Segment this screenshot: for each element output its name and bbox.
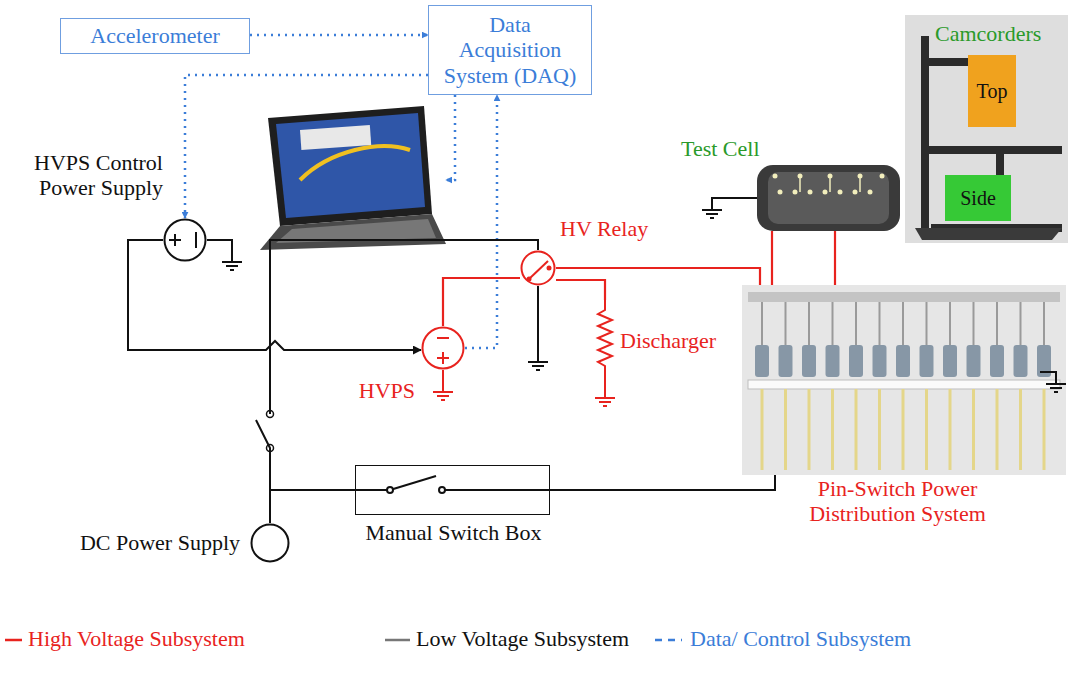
source-circle [520,250,556,286]
power-supply-symbol: HVPS Control Power Supply [163,218,207,262]
camera-box: Top [968,55,1016,127]
switch-symbol [267,411,274,452]
camera-box: Side [945,175,1011,221]
resistor-symbol: Discharger [596,300,614,380]
connector [550,475,775,490]
hvps-symbol: HVPS [421,326,465,370]
daq-box: Data Acquisition System (DAQ) [428,5,592,95]
switch-box: Manual Switch Box [355,465,550,515]
pin-switch-illustration [742,285,1066,475]
switch-symbol [355,476,550,493]
sensor-box: Accelerometer [60,18,250,54]
connector [185,75,428,218]
node-label: DC Power Supply [0,530,240,555]
test-cell-illustration [702,165,900,231]
source-circle [421,326,465,370]
ground-symbol [595,380,615,406]
dc-supply-symbol: DC Power Supply [250,523,290,563]
connector [556,280,605,300]
source-circle [250,523,290,563]
legend-text: Data/ Control Subsystem [690,626,911,651]
camcorder-rig: CamcordersTopSide [905,15,1068,243]
circle-outline [165,220,206,261]
ground-symbol [1040,372,1066,392]
circle-outline [423,328,464,369]
box-label: Accelerometer [90,23,219,48]
circle-outline [252,525,289,562]
relay-symbol: HV Relay [520,250,556,286]
box-label: Top [977,80,1008,103]
node-label: Manual Switch Box [336,520,571,545]
pin-switch-panel: Pin-Switch Power Distribution System [742,285,1066,475]
node-label: HVPS [351,378,415,403]
data-link [446,95,455,180]
connector [556,268,760,285]
resistor-zigzag [596,300,614,380]
legend-text: High Voltage Subsystem [28,626,245,651]
node-label: HVPS Control Power Supply [23,150,163,201]
box-label: Side [960,187,996,210]
node-label: Pin-Switch Power Distribution System [790,476,1005,527]
connector [465,95,497,348]
node-label: Camcorders [935,21,1060,46]
node-label: Test Cell [681,136,791,161]
relay-symbol [527,261,552,370]
legend-text: Low Voltage Subsystem [416,626,629,651]
circle-outline [522,252,555,285]
connector [443,278,520,326]
connector [834,231,836,285]
test-cell: Test Cell [757,165,900,231]
node-label: Discharger [620,328,740,353]
camcorder-rig [905,15,1068,243]
connector [771,231,773,285]
connector [256,240,538,523]
source-circle [163,218,207,262]
laptop-illustration [260,106,446,250]
connector [250,34,428,37]
node-label: HV Relay [560,216,670,241]
connector [270,490,355,523]
box-label: Data Acquisition System (DAQ) [440,12,580,88]
resistor-outline [598,300,612,380]
